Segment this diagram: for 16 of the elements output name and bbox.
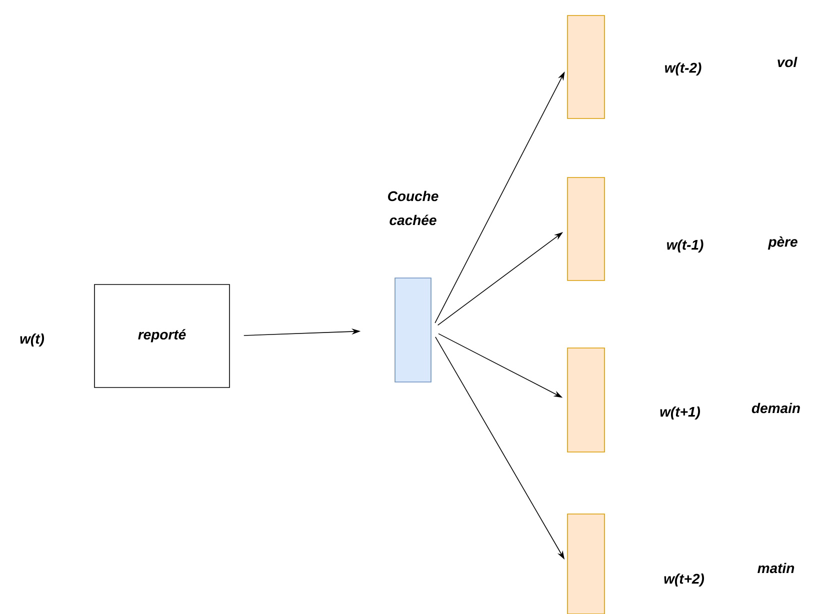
output-bar bbox=[567, 177, 605, 281]
hidden-layer-box bbox=[394, 278, 432, 382]
output-bar bbox=[567, 514, 605, 614]
word-label: w(t-2) bbox=[665, 62, 702, 76]
layer-label: Couche cachée bbox=[388, 190, 438, 226]
word-label: w(t) bbox=[20, 333, 44, 347]
output-bar bbox=[567, 348, 605, 452]
word-label: w(t-1) bbox=[667, 239, 704, 253]
word-label: w(t+2) bbox=[664, 573, 704, 587]
word-label: père bbox=[768, 236, 798, 250]
word-box: reporté bbox=[94, 284, 230, 388]
output-bar bbox=[567, 15, 605, 119]
word-label: vol bbox=[778, 56, 798, 68]
word-label: demain bbox=[752, 402, 800, 414]
word-label: matin bbox=[758, 562, 794, 574]
word-label: w(t+1) bbox=[660, 406, 700, 420]
